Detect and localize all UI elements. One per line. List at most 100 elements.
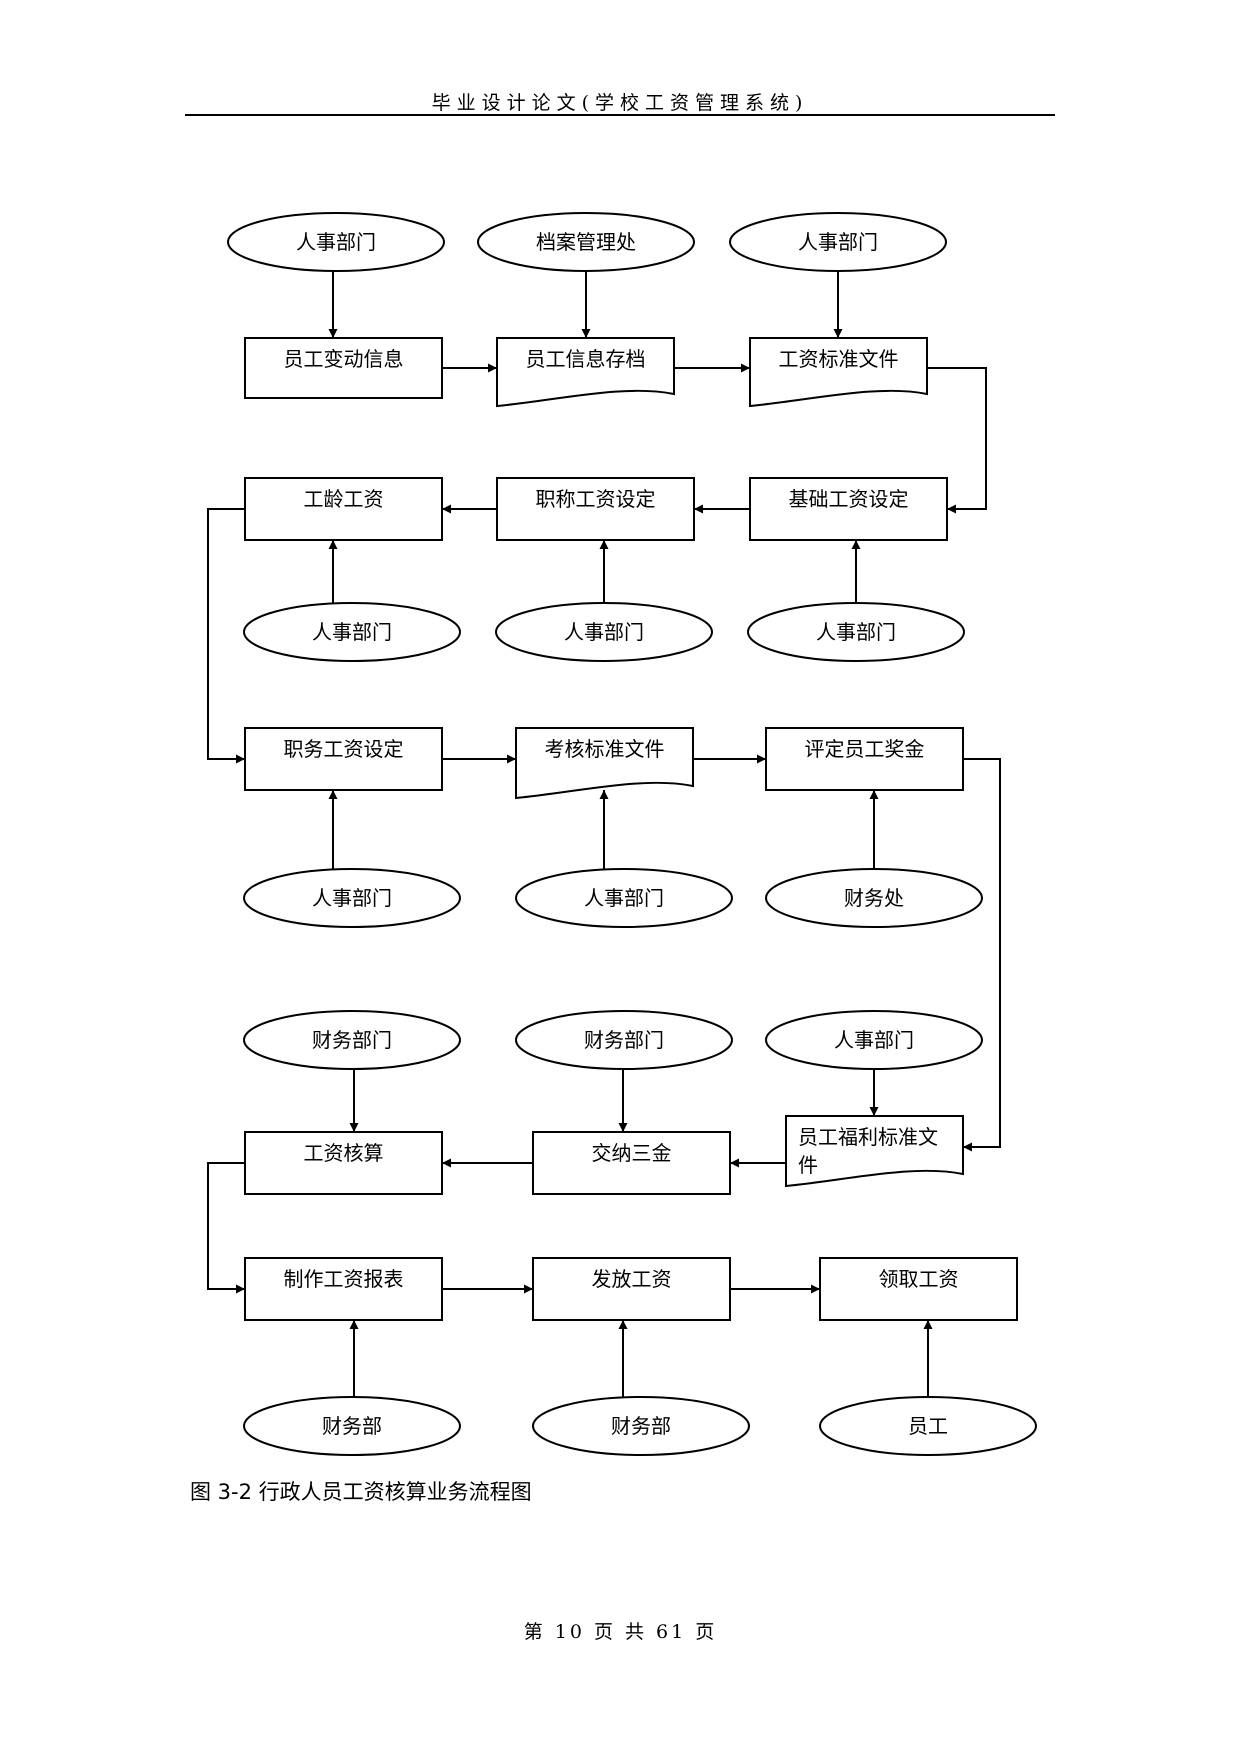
node-label: 人事部门: [816, 620, 896, 644]
ellipse-node: 人事部门: [515, 868, 733, 928]
rect-shape: [765, 727, 964, 791]
process-node: 工资核算: [244, 1131, 443, 1195]
process-node: 制作工资报表: [244, 1257, 443, 1321]
ellipse-shape: [819, 1396, 1037, 1456]
process-node: 职称工资设定: [496, 477, 695, 541]
node-label: 职称工资设定: [536, 487, 656, 511]
page-footer: 第 10 页 共 61 页: [523, 1621, 718, 1643]
process-node: 职务工资设定: [244, 727, 443, 791]
ellipse-node: 财务部: [243, 1396, 461, 1456]
ellipse-node: 财务部: [532, 1396, 750, 1456]
flow-arrow: [207, 1162, 245, 1294]
node-label: 财务部: [611, 1414, 671, 1438]
rect-shape: [244, 1257, 443, 1321]
rect-shape: [749, 477, 948, 541]
figure-caption: 图 3-2 行政人员工资核算业务流程图: [190, 1480, 532, 1504]
process-node: 交纳三金: [532, 1131, 731, 1195]
ellipse-node: 人事部门: [729, 212, 947, 272]
document-shape: [515, 727, 694, 800]
process-node: 领取工资: [819, 1257, 1018, 1321]
ellipse-shape: [243, 602, 461, 662]
node-label: 发放工资: [592, 1267, 672, 1291]
node-label: 交纳三金: [592, 1141, 672, 1165]
ellipse-shape: [227, 212, 445, 272]
rect-shape: [496, 477, 695, 541]
process-node: 评定员工奖金: [765, 727, 964, 791]
node-label-line2: 件: [798, 1153, 818, 1177]
node-label: 档案管理处: [536, 230, 636, 254]
ellipse-shape: [515, 1010, 733, 1070]
ellipse-node: 财务部门: [243, 1010, 461, 1070]
ellipse-shape: [532, 1396, 750, 1456]
ellipse-node: 人事部门: [243, 868, 461, 928]
flowchart-edges: [207, 271, 1001, 1397]
node-label: 考核标准文件: [545, 737, 665, 761]
ellipse-shape: [729, 212, 947, 272]
ellipse-shape: [243, 1010, 461, 1070]
node-label: 人事部门: [564, 620, 644, 644]
flow-arrow: [927, 367, 987, 514]
page-header: 毕业设计论文(学校工资管理系统): [431, 92, 809, 114]
ellipse-shape: [747, 602, 965, 662]
node-label: 领取工资: [879, 1267, 959, 1291]
ellipse-node: 人事部门: [227, 212, 445, 272]
ellipse-node: 员工: [819, 1396, 1037, 1456]
ellipse-shape: [495, 602, 713, 662]
node-label: 财务部: [322, 1414, 382, 1438]
flowchart-nodes: 人事部门档案管理处人事部门员工变动信息员工信息存档工资标准文件基础工资设定职称工…: [227, 212, 1037, 1456]
ellipse-node: 财务部门: [515, 1010, 733, 1070]
node-label: 财务部门: [312, 1028, 392, 1052]
rect-shape: [244, 727, 443, 791]
ellipse-shape: [515, 868, 733, 928]
document-node: 考核标准文件: [515, 727, 694, 800]
node-label: 人事部门: [834, 1028, 914, 1052]
document-shape: [749, 337, 928, 408]
ellipse-node: 档案管理处: [477, 212, 695, 272]
process-node: 发放工资: [532, 1257, 731, 1321]
rect-shape: [244, 337, 443, 399]
node-label: 人事部门: [296, 230, 376, 254]
node-label: 基础工资设定: [789, 487, 909, 511]
node-label: 员工: [908, 1414, 948, 1438]
node-label: 员工信息存档: [526, 347, 646, 371]
header-rule: [185, 114, 1055, 116]
node-label: 工资核算: [304, 1141, 384, 1165]
ellipse-node: 财务处: [765, 868, 983, 928]
node-label: 工资标准文件: [779, 347, 899, 371]
ellipse-node: 人事部门: [495, 602, 713, 662]
node-label: 财务部门: [584, 1028, 664, 1052]
node-label: 人事部门: [798, 230, 878, 254]
flow-arrow: [207, 508, 245, 764]
node-label: 人事部门: [312, 620, 392, 644]
flow-arrow: [963, 758, 1001, 1152]
rect-shape: [819, 1257, 1018, 1321]
node-label: 员工变动信息: [284, 347, 404, 371]
node-label: 制作工资报表: [284, 1267, 404, 1291]
ellipse-node: 人事部门: [765, 1010, 983, 1070]
ellipse-shape: [477, 212, 695, 272]
ellipse-shape: [243, 1396, 461, 1456]
rect-shape: [244, 477, 443, 541]
process-node: 基础工资设定: [749, 477, 948, 541]
node-label: 员工福利标准文: [798, 1125, 938, 1149]
ellipse-node: 人事部门: [747, 602, 965, 662]
node-label: 工龄工资: [304, 487, 384, 511]
node-label: 职务工资设定: [284, 737, 404, 761]
process-node: 员工变动信息: [244, 337, 443, 399]
document-shape: [785, 1115, 964, 1188]
rect-shape: [532, 1257, 731, 1321]
process-node: 工龄工资: [244, 477, 443, 541]
ellipse-node: 人事部门: [243, 602, 461, 662]
ellipse-shape: [765, 868, 983, 928]
ellipse-shape: [243, 868, 461, 928]
rect-shape: [532, 1131, 731, 1195]
ellipse-shape: [765, 1010, 983, 1070]
node-label: 评定员工奖金: [805, 737, 925, 761]
rect-shape: [244, 1131, 443, 1195]
node-label: 财务处: [844, 886, 904, 910]
document-shape: [496, 337, 675, 408]
document-node: 工资标准文件: [749, 337, 928, 408]
node-label: 人事部门: [584, 886, 664, 910]
